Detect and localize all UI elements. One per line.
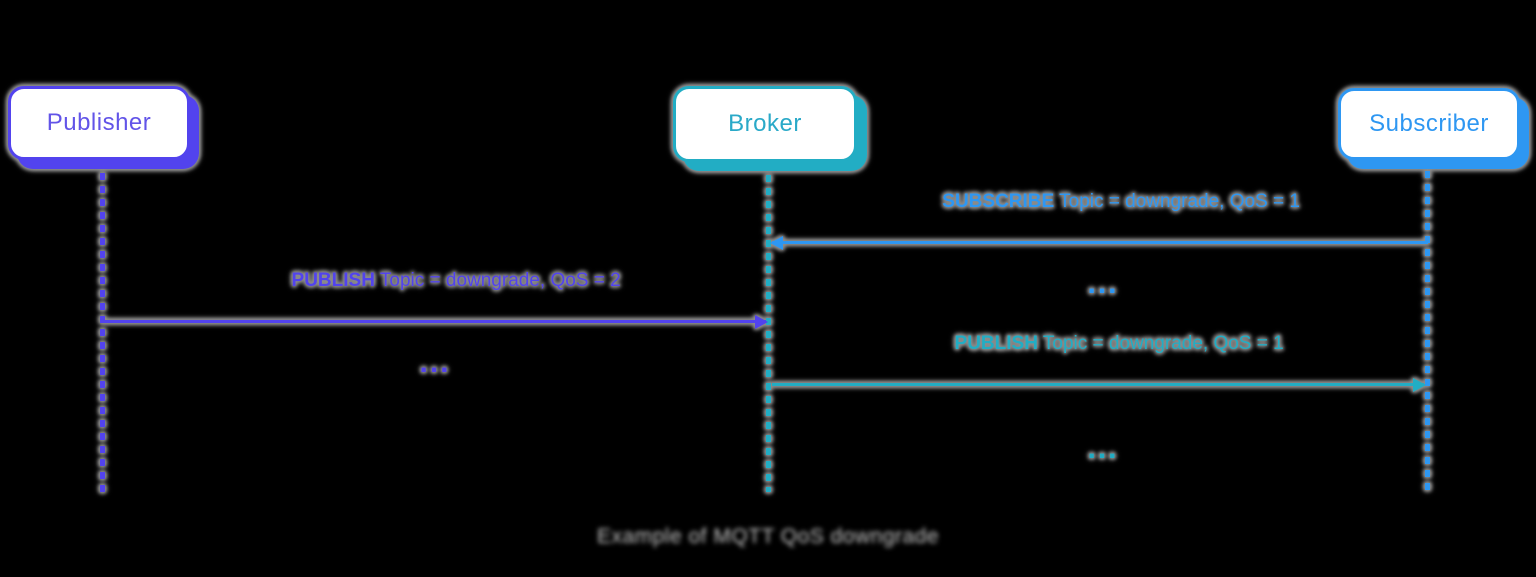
message-publish-to-subscriber-line [772, 383, 1424, 386]
message-publish-to-subscriber-label: PUBLISH Topic = downgrade, QoS = 1 [772, 311, 1424, 377]
message-publish-to-broker: PUBLISH Topic = downgrade, QoS = 2 [104, 270, 768, 329]
subscriber-actor-box: Subscriber [1338, 88, 1520, 160]
ellipsis-publisher: ... [419, 346, 451, 379]
message-publish-to-broker-label: PUBLISH Topic = downgrade, QoS = 2 [104, 248, 766, 314]
message-subscribe-text: Topic = downgrade, QoS = 1 [1054, 191, 1300, 212]
publisher-label: Publisher [46, 109, 152, 136]
message-subscribe-line [772, 241, 1428, 244]
broker-actor-box: Broker [673, 86, 857, 162]
ellipsis-subscriber-lower: ... [1087, 432, 1119, 465]
publisher-lifeline [100, 160, 105, 492]
subscriber-lifeline [1425, 158, 1430, 492]
message-publish-to-subscriber-text: Topic = downgrade, QoS = 1 [1037, 333, 1284, 354]
subscriber-label: Subscriber [1369, 110, 1489, 137]
broker-label: Broker [728, 110, 802, 137]
arrowhead-right-icon [1413, 378, 1426, 392]
message-subscribe-keyword: SUBSCRIBE [942, 191, 1055, 212]
message-publish-to-broker-keyword: PUBLISH [291, 270, 375, 291]
publisher-actor-box: Publisher [8, 86, 190, 160]
message-publish-to-broker-text: Topic = downgrade, QoS = 2 [374, 270, 621, 291]
broker-lifeline [766, 162, 771, 492]
message-publish-to-subscriber: PUBLISH Topic = downgrade, QoS = 1 [772, 333, 1426, 392]
arrowhead-left-icon [770, 236, 783, 250]
ellipsis-subscriber-upper: ... [1087, 267, 1119, 300]
diagram-caption: Example of MQTT QoS downgrade [596, 525, 940, 548]
message-subscribe-label: SUBSCRIBE Topic = downgrade, QoS = 1 [772, 169, 1428, 235]
message-publish-to-subscriber-keyword: PUBLISH [954, 333, 1038, 354]
arrowhead-right-icon [755, 315, 768, 329]
message-subscribe: SUBSCRIBE Topic = downgrade, QoS = 1 [770, 191, 1428, 250]
message-publish-to-broker-line [104, 320, 766, 323]
